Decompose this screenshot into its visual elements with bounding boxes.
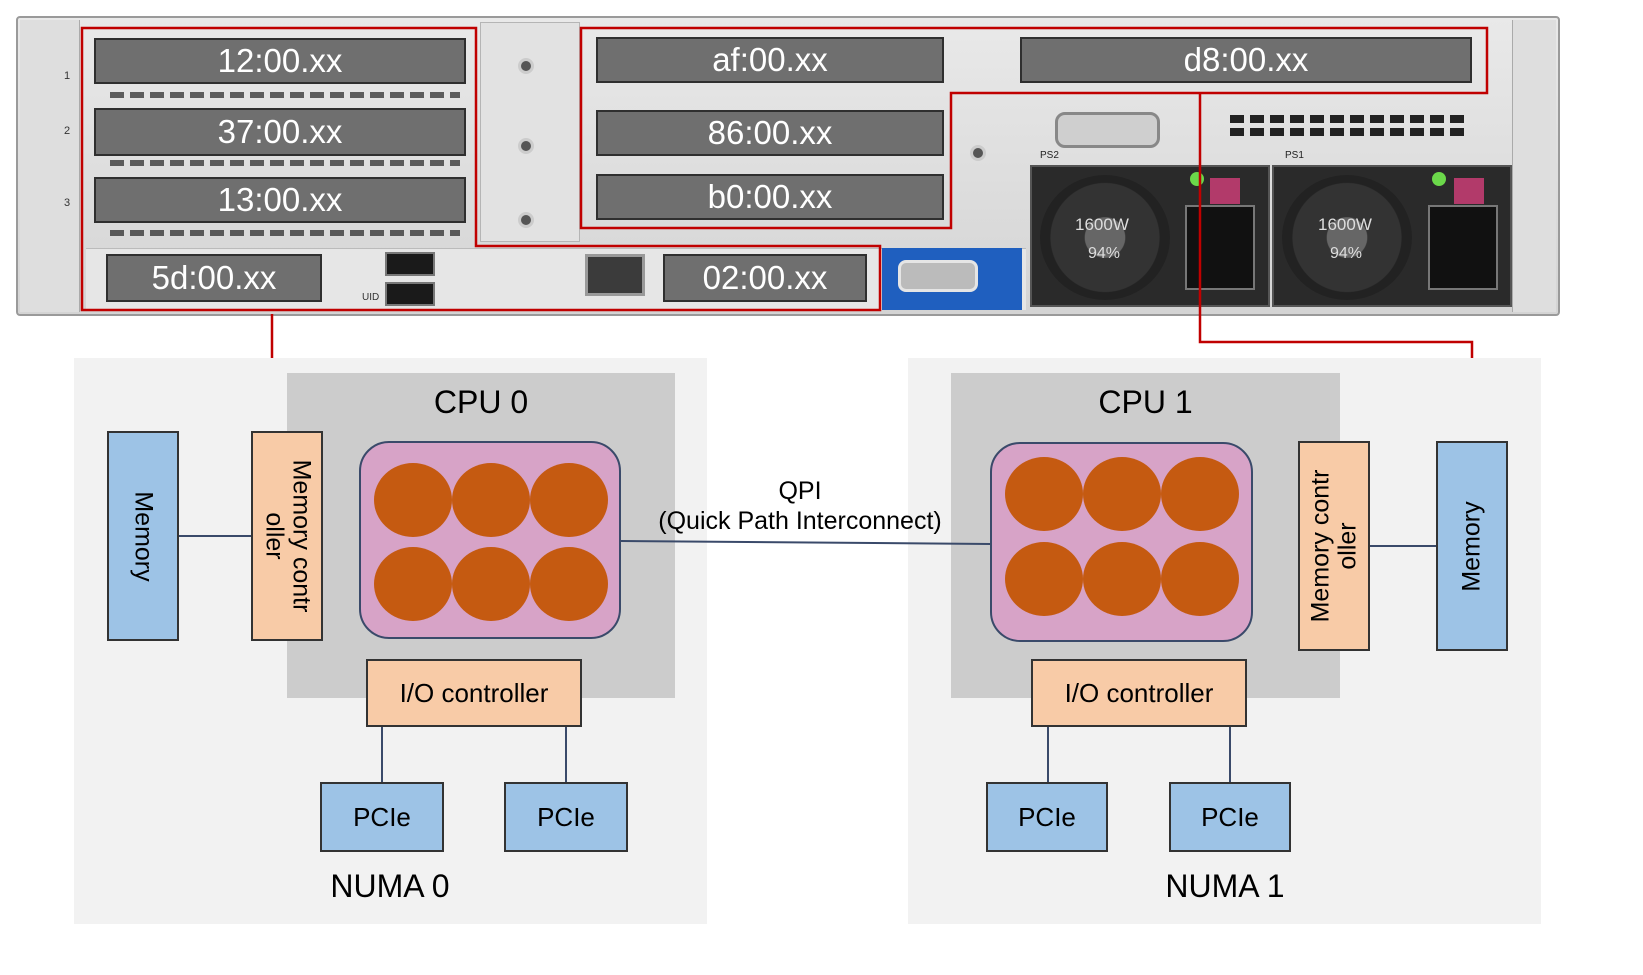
slot-37: 37:00.xx [94, 108, 466, 156]
cpu1-cores [990, 442, 1253, 642]
numa0-pcie-1: PCIe [320, 782, 444, 852]
screw-icon [518, 58, 534, 74]
psu-right-fan-icon [1282, 175, 1412, 300]
psu-left-eff: 94% [1088, 245, 1121, 262]
numa1-pcie-1: PCIe [986, 782, 1108, 852]
qpi-label: QPI (Quick Path Interconnect) [658, 477, 942, 535]
core-icon [1161, 542, 1239, 616]
core-icon [452, 463, 530, 537]
cpu0-label: CPU 0 [433, 384, 529, 420]
rear-vent [1230, 128, 1470, 136]
numa1-slot-outline [579, 26, 1489, 230]
slot-86: 86:00.xx [596, 110, 944, 156]
psu-left-fan-icon [1040, 175, 1170, 300]
psu-right-watt: 1600W [1318, 215, 1372, 234]
core-icon [1005, 542, 1083, 616]
chassis-ear-left [20, 20, 80, 312]
slot-d8: d8:00.xx [1020, 37, 1472, 83]
ethernet-port-icon [585, 254, 645, 296]
chassis-ear-right [1512, 20, 1556, 312]
core-icon [452, 547, 530, 621]
slot-b0: b0:00.xx [596, 174, 944, 220]
core-icon [1083, 542, 1161, 616]
numa1-pcie-2: PCIe [1169, 782, 1291, 852]
psu-left-latch-icon [1210, 178, 1240, 204]
qpi-link [620, 540, 991, 545]
core-icon [1005, 457, 1083, 531]
core-icon [1161, 457, 1239, 531]
cpu1-label: CPU 1 [1098, 384, 1193, 420]
usb-port-icon [385, 282, 435, 306]
rear-vent [1230, 115, 1470, 123]
psu-left-socket-icon [1185, 205, 1255, 290]
slot-5d: 5d:00.xx [106, 254, 322, 302]
psu-right-eff: 94% [1330, 245, 1363, 262]
slot-number-3: 3 [64, 197, 71, 209]
slot-vent [110, 92, 460, 98]
slot-vent [110, 230, 460, 236]
usb-port-icon [385, 252, 435, 276]
numa0-label: NUMA 0 [330, 868, 450, 904]
slot-12: 12:00.xx [94, 38, 466, 84]
slot-13: 13:00.xx [94, 177, 466, 223]
core-icon [530, 463, 608, 537]
numa0-slot-outline [80, 26, 882, 312]
slot-vent [110, 160, 460, 166]
core-icon [374, 547, 452, 621]
psu-left-tag: PS2 [1040, 150, 1059, 161]
slot-number-1: 1 [64, 70, 71, 82]
psu-right-led-icon [1432, 172, 1446, 186]
numa1-memory: Memory [1436, 441, 1508, 651]
core-icon [1083, 457, 1161, 531]
slot-af: af:00.xx [596, 37, 944, 83]
core-icon [374, 463, 452, 537]
numa0-pcie-2: PCIe [504, 782, 628, 852]
numa1-io-controller: I/O controller [1031, 659, 1247, 727]
core-icon [530, 547, 608, 621]
psu-right-socket-icon [1428, 205, 1498, 290]
numa1-label: NUMA 1 [1165, 868, 1285, 904]
uid-label: UID [362, 292, 380, 303]
psu-left-watt: 1600W [1075, 215, 1129, 234]
serial-port-icon [1055, 112, 1160, 148]
cpu0-cores [359, 441, 621, 639]
screw-icon [970, 145, 986, 161]
screw-icon [518, 138, 534, 154]
numa0-io-controller: I/O controller [366, 659, 582, 727]
numa0-memory: Memory [107, 431, 179, 641]
psu-right-tag: PS1 [1285, 150, 1304, 161]
psu-right-latch-icon [1454, 178, 1484, 204]
vga-port-icon [898, 260, 978, 292]
screw-icon [518, 212, 534, 228]
slot-02: 02:00.xx [663, 254, 867, 302]
slot-number-2: 2 [64, 125, 71, 137]
